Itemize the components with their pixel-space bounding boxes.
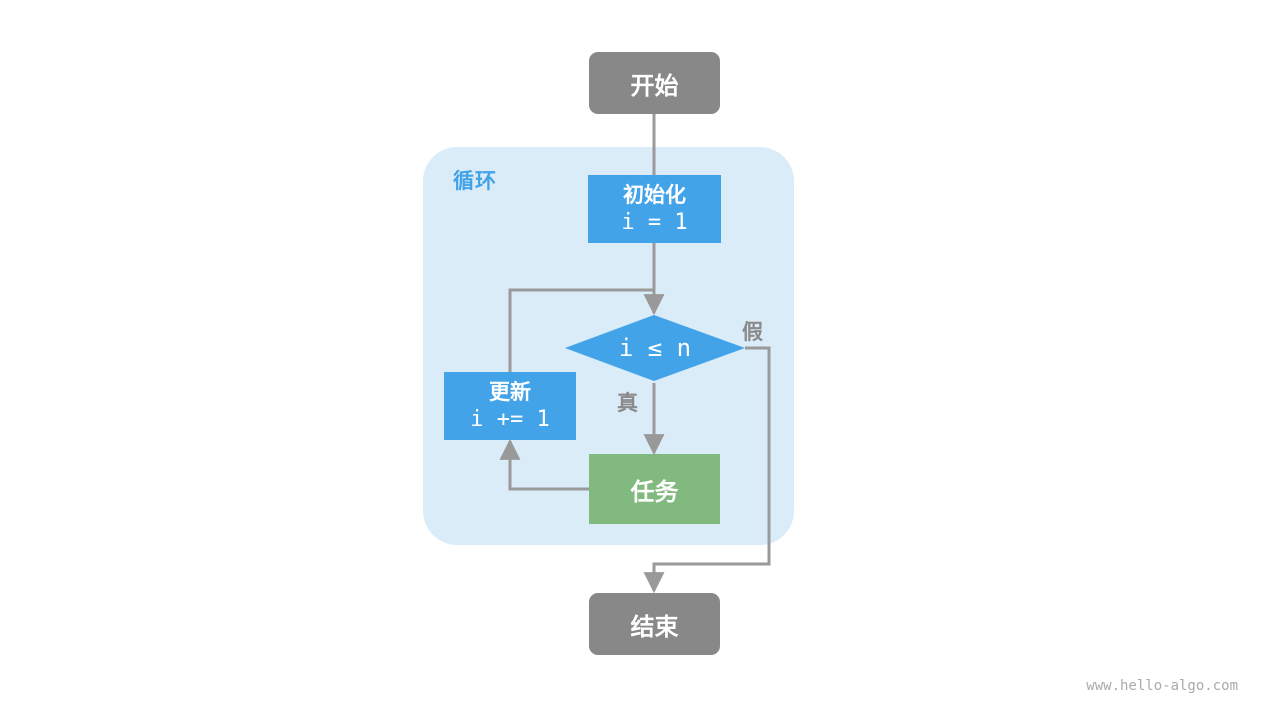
condition-diamond <box>565 315 745 381</box>
watermark: www.hello-algo.com <box>1086 678 1238 694</box>
init-code: i = 1 <box>621 210 688 235</box>
update-title: 更新 <box>489 380 531 404</box>
end-label: 结束 <box>630 612 679 641</box>
edge-update-to-condition <box>508 288 654 373</box>
false-branch-label: 假 <box>742 320 763 344</box>
update-code: i += 1 <box>470 407 550 432</box>
true-branch-label: 真 <box>617 391 638 415</box>
start-label: 开始 <box>630 71 679 100</box>
init-title: 初始化 <box>623 183 686 207</box>
condition-label: i ≤ n <box>618 334 692 362</box>
loop-region-label: 循环 <box>453 169 497 193</box>
task-label: 任务 <box>630 477 679 506</box>
end-node: 结束 <box>589 593 720 655</box>
task-node: 任务 <box>589 454 720 524</box>
start-node: 开始 <box>589 52 720 114</box>
update-node: 更新 i += 1 <box>444 372 576 440</box>
edge-task-to-update <box>499 438 589 491</box>
init-node: 初始化 i = 1 <box>588 175 721 243</box>
edge-condition-to-end <box>643 346 771 594</box>
